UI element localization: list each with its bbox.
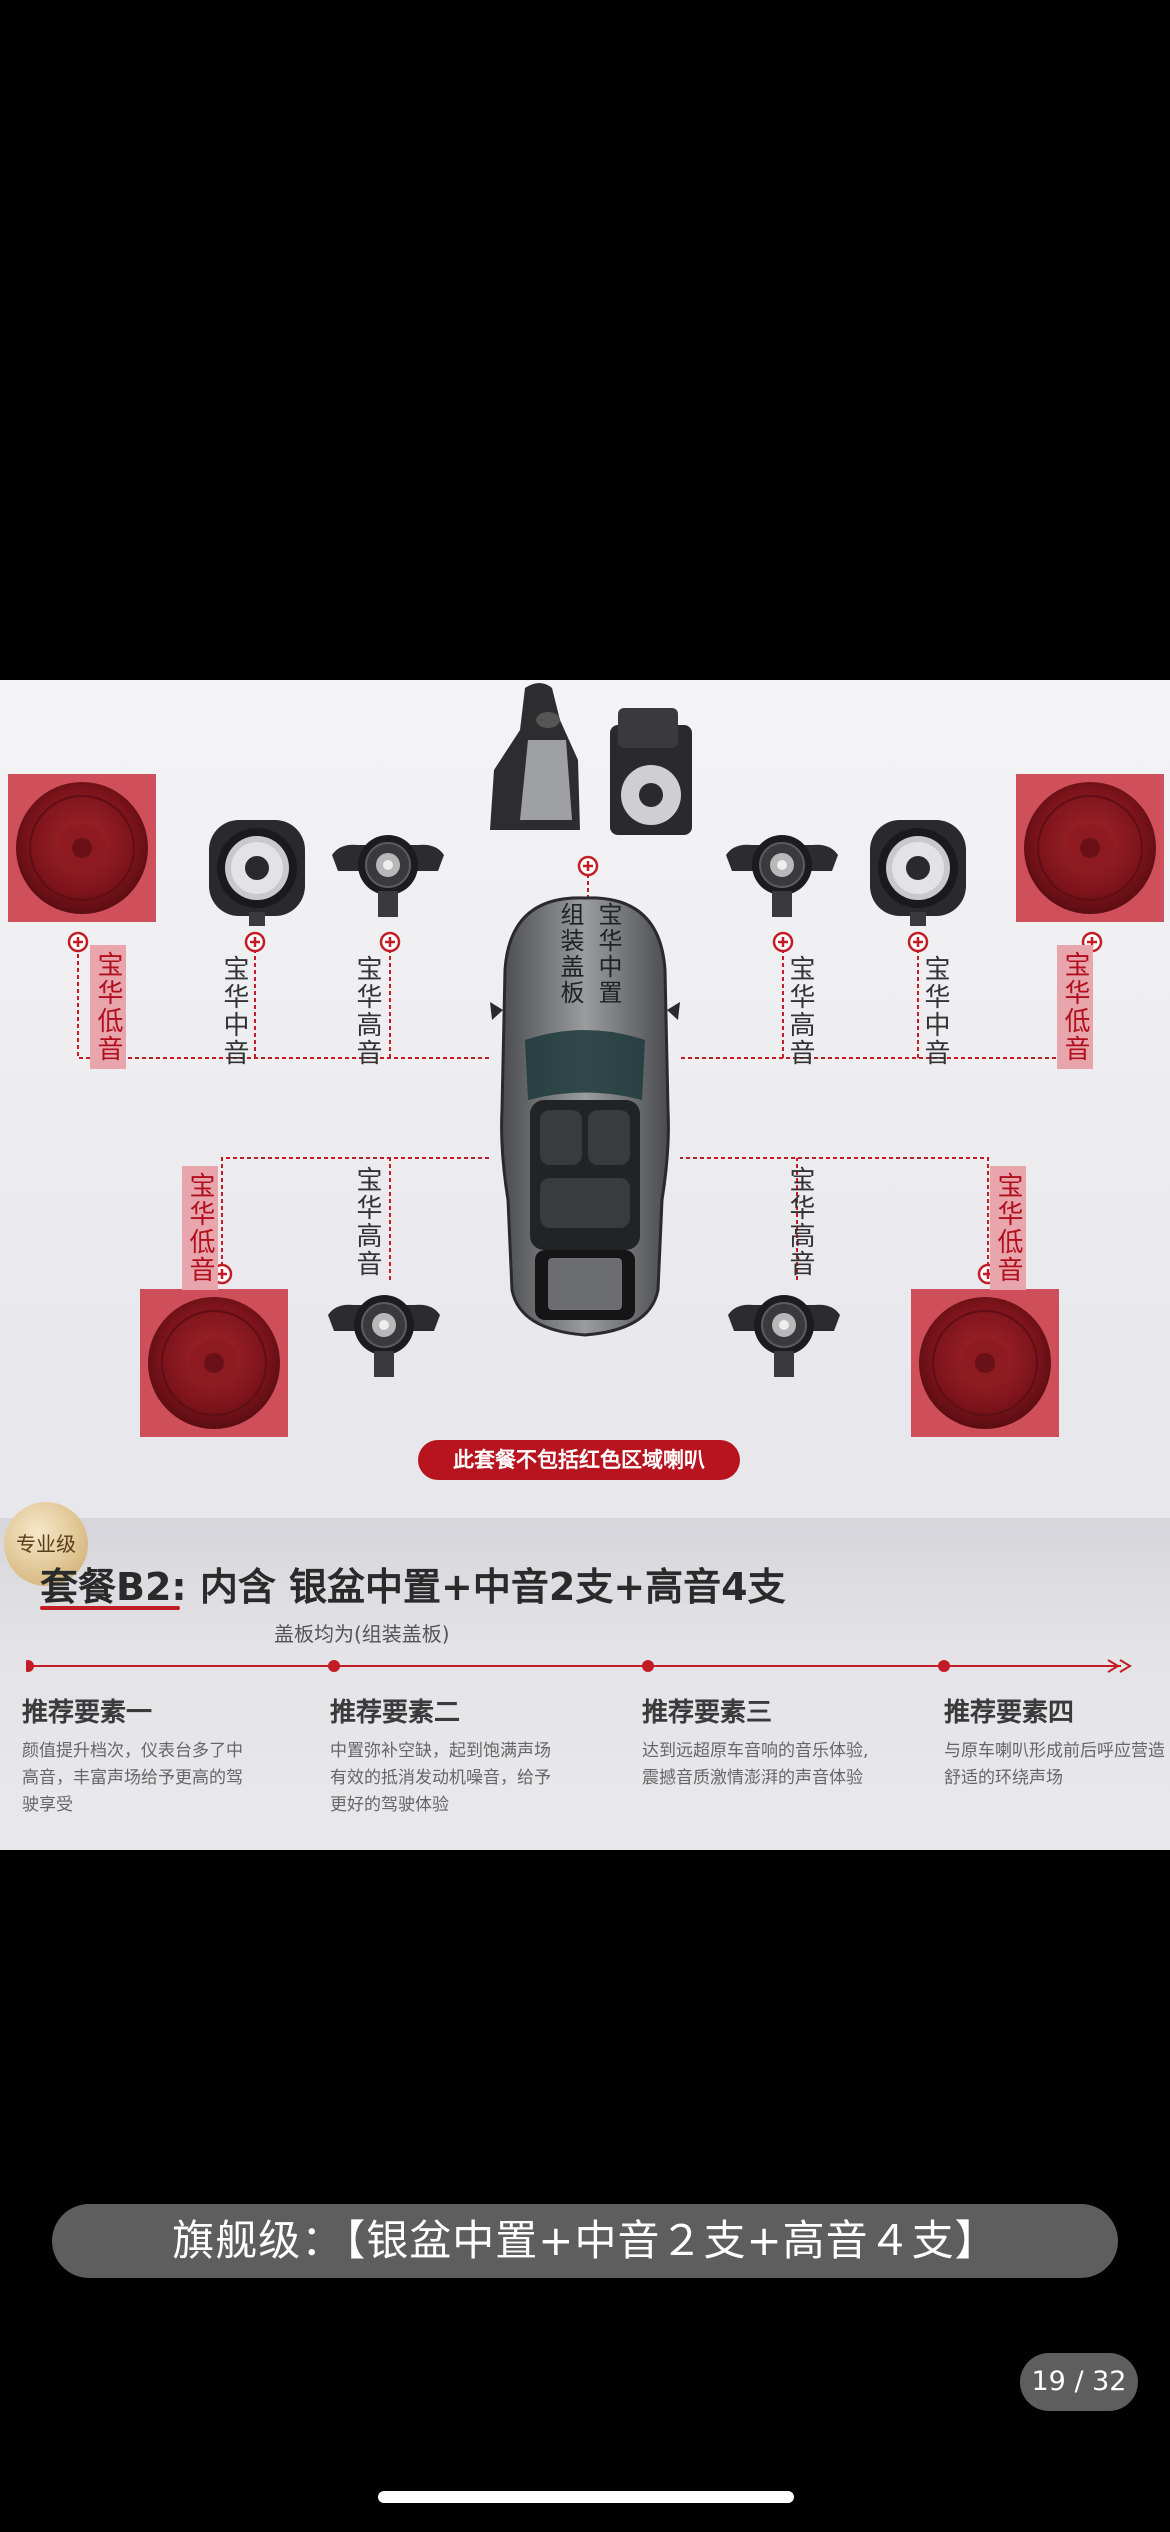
element-3-text: 达到远超原车音响的音乐体验,震撼音质激情澎湃的声音体验	[642, 1741, 869, 1788]
tweeter-rear-right	[727, 1294, 841, 1378]
label-center-cover: 组装盖板	[556, 902, 584, 1006]
timeline	[26, 1659, 1132, 1673]
woofer-front-right	[1015, 773, 1165, 923]
element-4-text: 与原车喇叭形成前后呼应营造舒适的环绕声场	[944, 1741, 1165, 1788]
label-woofer-front-right: 宝华低音	[1057, 945, 1093, 1069]
label-woofer-rear-left: 宝华低音	[182, 1166, 218, 1290]
speaker-diagram	[7, 683, 1165, 1438]
image-caption: 旗舰级：【银盆中置+中音２支+高音４支】	[52, 2204, 1118, 2278]
label-tweeter-rear-right: 宝华高音	[785, 1166, 815, 1278]
page-indicator: 19 / 32	[1020, 2353, 1138, 2411]
package-info: 专业级 套餐B2: 内含 银盆中置+中音2支+高音4支 盖板均为(组装盖板) 推…	[0, 1502, 1170, 1850]
label-woofer-rear-right: 宝华低音	[990, 1166, 1026, 1290]
home-indicator[interactable]	[378, 2491, 794, 2503]
mid-speaker-left	[209, 820, 305, 926]
element-2-text: 中置弥补空缺，起到饱满声场有效的抵消发动机噪音，给予更好的驾驶体验	[330, 1741, 551, 1815]
woofer-rear-right	[910, 1288, 1060, 1438]
element-1-title: 推荐要素一	[22, 1698, 153, 1728]
tweeter-front-right	[725, 834, 839, 918]
title-underline	[40, 1606, 180, 1610]
element-3-title: 推荐要素三	[642, 1698, 773, 1728]
label-center-speaker: 宝华中置	[594, 902, 622, 1006]
woofer-rear-left	[139, 1288, 289, 1438]
package-title: 套餐B2: 内含 银盆中置+中音2支+高音4支	[40, 1565, 786, 1609]
element-1-text: 颜值提升档次，仪表台多了中高音，丰富声场给予更高的驾驶享受	[22, 1741, 243, 1815]
mid-speaker-right	[870, 820, 966, 926]
car-top-view	[490, 896, 680, 1337]
tweeter-rear-left	[327, 1294, 441, 1378]
label-tweeter-rear-left: 宝华高音	[352, 1166, 382, 1278]
center-cover-image	[490, 683, 580, 830]
element-4-title: 推荐要素四	[944, 1698, 1075, 1728]
exclusion-notice: 此套餐不包括红色区域喇叭	[418, 1440, 740, 1480]
tier-badge: 专业级	[4, 1502, 88, 1586]
label-tweeter-front-left: 宝华高音	[352, 955, 382, 1067]
package-subtitle: 盖板均为(组装盖板)	[274, 1622, 450, 1646]
tweeter-front-left	[331, 834, 445, 918]
woofer-front-left	[7, 773, 157, 923]
label-woofer-front-left: 宝华低音	[90, 945, 126, 1069]
label-tweeter-front-right: 宝华高音	[785, 955, 815, 1067]
product-image: 组装盖板 宝华中置 宝华低音 宝华中音 宝华高音 宝华高音 宝华中音 宝华低音 …	[0, 680, 1170, 1850]
center-speaker-image	[610, 708, 692, 835]
label-mid-left: 宝华中音	[219, 955, 249, 1067]
element-2-title: 推荐要素二	[330, 1698, 461, 1728]
label-mid-right: 宝华中音	[920, 955, 950, 1067]
